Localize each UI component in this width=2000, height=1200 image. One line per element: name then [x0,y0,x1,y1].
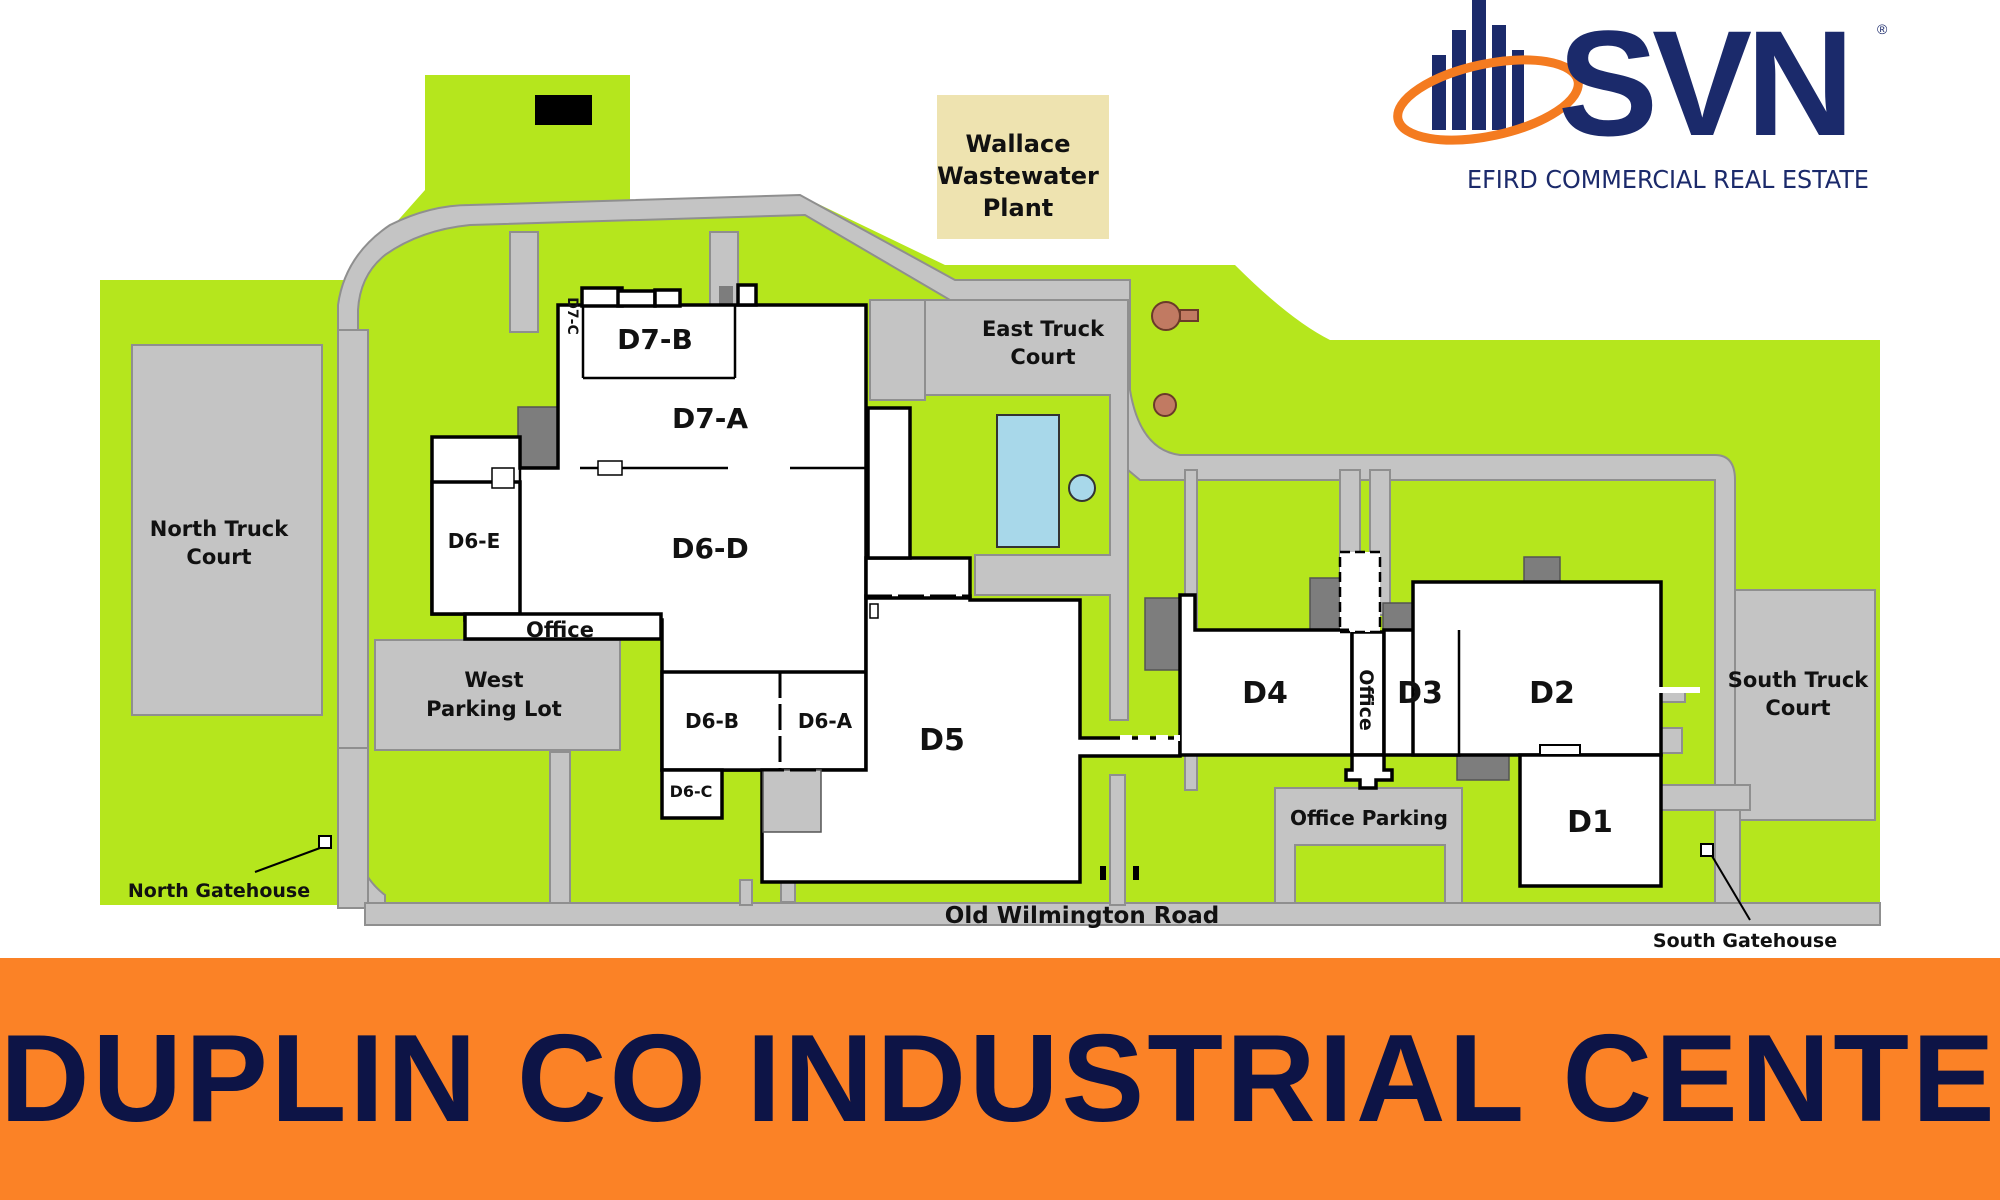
label-west-parking-lot-line1: West [464,668,523,692]
water-tank [1068,474,1096,502]
building-d4 [1178,593,1354,757]
interior-walls [491,305,1700,880]
label-d7a: D7-A [672,402,748,435]
buildings [430,283,1663,888]
label-d7c: D7-C [564,297,580,334]
label-office-vertical: Office [1355,669,1377,731]
map-labels: D7-B D7-C D7-A D6-D D6-E Office D6-B D6-… [128,297,1869,952]
label-office-west: Office [526,618,594,642]
label-d6a: D6-A [798,709,853,733]
pavement [131,193,1881,926]
banner-title: DUPLIN CO INDUSTRIAL CENTER [0,1010,2000,1148]
label-east-truck-court-line2: Court [1010,345,1075,369]
building-d2 [1411,580,1663,757]
logo-tagline: EFIRD COMMERCIAL REAL ESTATE [1467,165,1869,194]
label-south-truck-court-line1: South Truck [1728,668,1870,692]
label-north-truck-court-line2: Court [186,545,251,569]
logo-wordmark: SVN [1558,0,1848,167]
label-d6e: D6-E [448,529,500,553]
north-truck-court-pavement [131,344,323,716]
west-parking-lot-pavement [374,639,621,751]
storage-tanks [1151,301,1199,417]
building-d1 [1518,753,1663,888]
label-d6c: D6-C [670,782,713,801]
label-east-truck-court-line1: East Truck [982,317,1105,341]
label-d4: D4 [1242,676,1288,711]
label-d7b: D7-B [617,323,693,356]
wastewater-plant-label-line2: Wastewater [937,162,1099,190]
orbit-swoosh-icon [1393,55,1583,145]
label-north-gatehouse: North Gatehouse [128,880,310,902]
registered-mark: ® [1877,21,1888,37]
wastewater-plant-label-line1: Wallace [966,130,1071,158]
label-d2: D2 [1529,676,1575,711]
building-d6c [660,768,724,820]
label-d1: D1 [1567,805,1613,840]
label-west-parking-lot-line2: Parking Lot [426,697,562,721]
retention-pond [996,414,1060,548]
water-features [996,414,1096,548]
south-gatehouse-marker [1700,843,1714,857]
label-old-wilmington-road: Old Wilmington Road [945,903,1219,929]
label-d6b: D6-B [685,709,739,733]
wastewater-plant: Wallace Wastewater Plant [937,95,1109,239]
label-d5: D5 [919,723,965,758]
label-d3: D3 [1397,676,1443,711]
svn-logo: SVN ® EFIRD COMMERCIAL REAL ESTATE [1393,0,1888,194]
south-truck-court-pavement [1734,589,1876,821]
label-office-parking: Office Parking [1290,806,1448,830]
north-gatehouse-marker [318,835,332,849]
gatehouses [254,835,1751,921]
wastewater-plant-label-line3: Plant [983,194,1054,222]
label-d6d: D6-D [671,532,749,565]
label-north-truck-court-line1: North Truck [150,517,289,541]
north-utility-block [535,95,592,125]
site-map: Wallace Wastewater Plant D7-B D7-C D7-A … [100,75,1881,952]
building-office-west [463,612,663,641]
label-south-truck-court-line2: Court [1765,696,1830,720]
title-banner: DUPLIN CO INDUSTRIAL CENTER [0,958,2000,1200]
building-d6e [430,480,522,616]
label-south-gatehouse: South Gatehouse [1653,930,1837,952]
